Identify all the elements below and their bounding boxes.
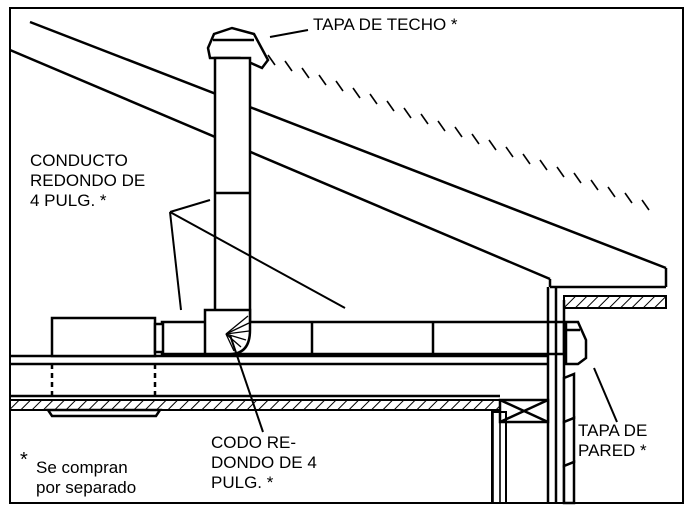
leader-lines — [169, 199, 618, 433]
siding — [562, 372, 576, 505]
round-duct-label: CONDUCTO REDONDO DE 4 PULG. * — [30, 151, 146, 210]
footnote-text: Se compran por separado — [36, 458, 137, 497]
soffit — [563, 295, 667, 309]
exhaust-fan — [45, 316, 165, 418]
elbow-ribs — [225, 315, 250, 352]
footnote-asterisk: * — [20, 449, 28, 471]
exterior-wall — [546, 287, 566, 503]
roof-cap-leader — [269, 29, 309, 38]
diagram-frame — [9, 7, 684, 504]
roof — [9, 20, 668, 289]
attic-floor — [10, 354, 548, 398]
wall-cap-label: TAPA DE PARED * — [578, 421, 648, 460]
wall-stud — [491, 411, 507, 504]
rim-joist — [498, 398, 550, 424]
round-elbow-label: CODO RE- DONDO DE 4 PULG. * — [211, 433, 317, 492]
vertical-duct — [213, 56, 252, 322]
roof-cap-label: TAPA DE TECHO * — [313, 15, 458, 34]
wall-cap — [564, 320, 588, 366]
roof-shingles — [267, 54, 650, 211]
